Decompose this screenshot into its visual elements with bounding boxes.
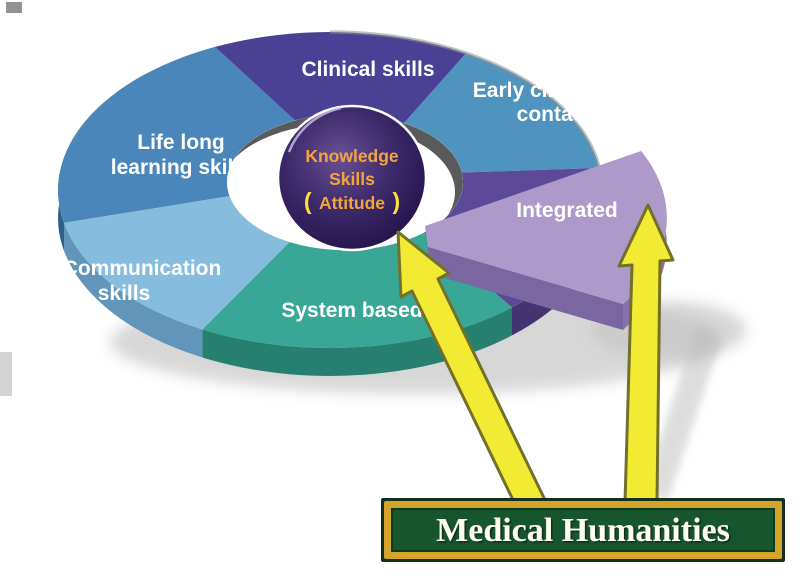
- label-communication-line1: Communication: [63, 257, 222, 280]
- callout-label: Medical Humanities: [436, 512, 730, 549]
- center-text-attitude: ( Attitude ): [304, 188, 400, 214]
- segment-side-life-long: [58, 173, 64, 251]
- label-early-clinical-line2: contact: [517, 103, 592, 126]
- arrow-to-center: [396, 230, 548, 504]
- arrow-shadow: [642, 322, 722, 500]
- center-circle-highlight: [287, 106, 342, 153]
- integrated-wedge-face: [425, 151, 667, 304]
- segment-side-communication-skills: [64, 222, 203, 358]
- bracket-close: ): [393, 188, 401, 214]
- attitude-word: Attitude: [319, 193, 385, 213]
- label-integrated: Integrated: [516, 199, 618, 222]
- arrow-to-integrated: [617, 203, 675, 504]
- label-life-long-line1: Life long: [137, 131, 225, 154]
- center-text-knowledge: Knowledge: [305, 146, 399, 166]
- label-communication-line2: skills: [98, 282, 151, 305]
- label-system-based: System based: [281, 299, 422, 322]
- segment-communication-skills: [64, 196, 290, 330]
- label-life-long-line2: learning skill: [111, 156, 239, 179]
- outer-rim-highlight: [329, 30, 602, 169]
- medical-humanities-box: Medical Humanities: [381, 498, 785, 562]
- integrated-wedge-bottom-side: [428, 247, 623, 330]
- bracket-open: (: [304, 188, 312, 214]
- callout-green-face: [393, 510, 773, 550]
- segment-side-system-based: [202, 307, 512, 376]
- label-early-clinical-line1: Early clinical: [473, 79, 601, 102]
- center-text-skills: Skills: [329, 169, 375, 189]
- scan-artifact-left-edge: [0, 352, 12, 396]
- segment-side-integrated-slot: [512, 222, 596, 336]
- segment-clinical-skills: [215, 32, 466, 124]
- segment-life-long-learning: [58, 46, 296, 223]
- center-circle: [276, 104, 428, 252]
- segment-early-clinical-contact: [404, 53, 600, 173]
- label-clinical-skills: Clinical skills: [301, 58, 434, 81]
- scan-artifact-top-left: [6, 2, 22, 13]
